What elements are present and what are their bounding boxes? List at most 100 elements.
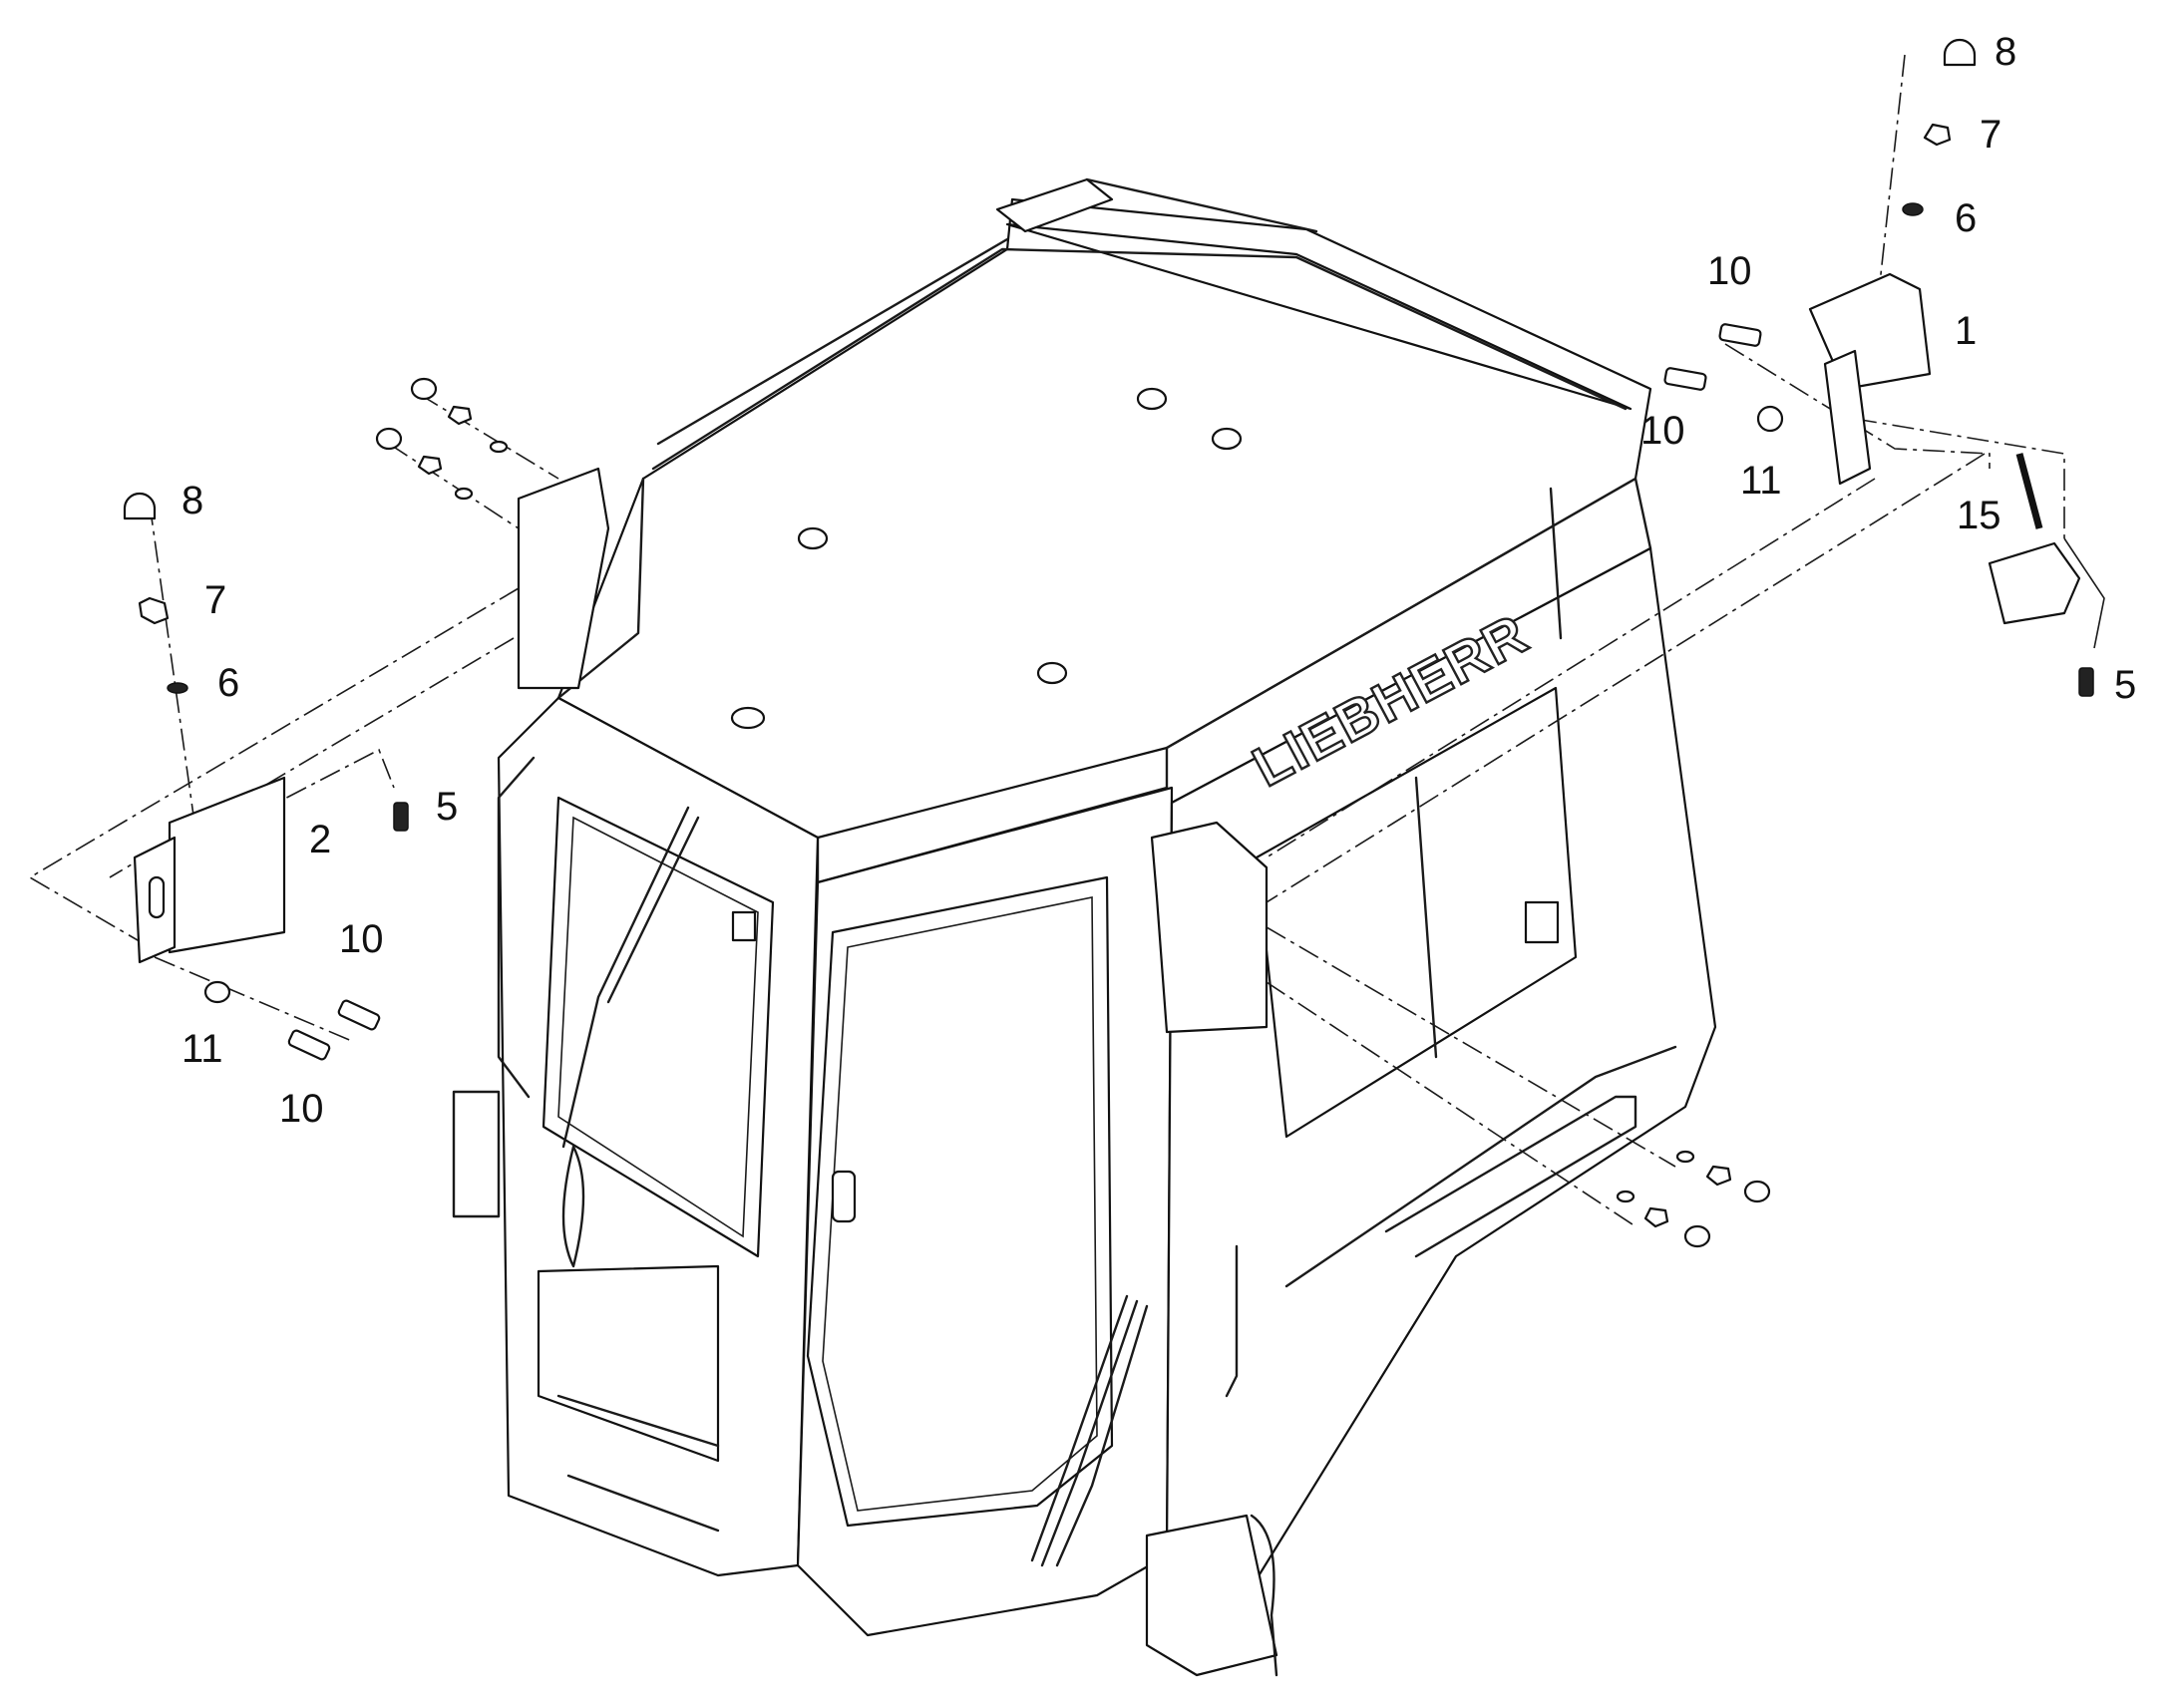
bolt-10-right-icon [1663, 367, 1707, 391]
screw-5-left-icon [393, 802, 409, 832]
right-parts [1616, 38, 2094, 1248]
clip-15-icon [1988, 541, 2081, 625]
cap-nut-icon [375, 427, 403, 451]
washer-11-left-icon [203, 980, 231, 1004]
callout-8-right: 8 [1995, 30, 2016, 74]
cab-base-bracket [1145, 1514, 1278, 1677]
hex-nut-icon [138, 596, 170, 625]
callout-7-right: 7 [1980, 113, 2001, 157]
hex-nut-icon [1705, 1165, 1732, 1187]
bolt-10-left-icon [287, 1029, 331, 1061]
roof-cap [1211, 427, 1243, 451]
left-wiper-arm [561, 806, 690, 1149]
cab-mirror-bracket-right [1150, 821, 1269, 1034]
washer-icon [1675, 1150, 1695, 1164]
bracket-slot [148, 875, 166, 919]
dash-line-right-upper [1266, 453, 1986, 903]
callout-1: 1 [1955, 309, 1977, 353]
front-wiper [1030, 1294, 1129, 1562]
front-wiper [1055, 1304, 1149, 1567]
callout-11-right: 11 [1740, 459, 1782, 503]
hex-nut-icon [1643, 1206, 1669, 1228]
dash-line-left-upper [28, 587, 520, 948]
cap-nut-icon [123, 492, 157, 520]
antenna [1549, 487, 1563, 640]
callout-7-left: 7 [204, 578, 226, 622]
bolt-10-right-icon [1718, 323, 1762, 347]
cab-roof [556, 197, 1652, 840]
dash-line-right-bolt [1724, 343, 1991, 469]
callout-8-left: 8 [182, 479, 203, 522]
bolt-10-left-icon [337, 999, 381, 1031]
dash-line-left-screw [218, 748, 395, 834]
cab-mirror-bracket-left [517, 467, 610, 690]
washer-icon [489, 440, 509, 454]
callout-10-left-bottom: 10 [279, 1087, 324, 1131]
front-wiper [1040, 1299, 1139, 1567]
callout-10-right-mid: 10 [1640, 409, 1685, 453]
left-grab-rail [497, 756, 536, 1099]
roof-left-edge [556, 477, 645, 700]
right-lower-rail [1284, 1045, 1677, 1288]
roof-rear-rail [995, 177, 1114, 233]
roof-bevel [651, 247, 1628, 471]
dash-line-right-lower [1266, 478, 1876, 858]
left-parts [123, 377, 509, 1061]
callout-5-right: 5 [2114, 663, 2136, 707]
dash-line-bracket-front [1266, 981, 1636, 1227]
hex-nut-icon [447, 405, 473, 426]
cap-nut-icon [1743, 1180, 1771, 1203]
callouts: 8 7 6 10 1 10 11 15 5 8 7 6 5 2 10 11 10 [182, 30, 2136, 1131]
left-window-inner [557, 816, 759, 1238]
left-panel-line [556, 1394, 720, 1448]
right-window [1255, 686, 1578, 1139]
hex-nut-icon [1923, 123, 1952, 147]
callout-15: 15 [1957, 494, 2001, 537]
left-window [542, 796, 775, 1258]
pin-15-icon [2015, 453, 2043, 529]
washer-icon [454, 487, 474, 501]
washer-11-right-icon [1756, 405, 1784, 433]
door-handle [831, 1170, 857, 1223]
dash-line-bracket-front [1266, 926, 1676, 1168]
callout-10-left-top: 10 [339, 917, 384, 961]
left-mirror-bulb [561, 1145, 585, 1268]
front-window [806, 875, 1114, 1528]
roof-side-rail [656, 237, 1009, 446]
cap-nut-icon [410, 377, 438, 401]
dash-line-left-nuts [418, 393, 559, 480]
base-handle [1250, 1514, 1278, 1677]
dash-line-right-clip [1854, 418, 2065, 538]
cap-nut-icon [1943, 38, 1977, 67]
left-wiper-arm [606, 816, 700, 1004]
cab-assembly [452, 177, 1717, 1677]
dash-line-left-nuts [388, 443, 520, 529]
right-window-divider [1414, 776, 1438, 1059]
callout-11-left: 11 [182, 1027, 223, 1071]
roof-inner-edge [1005, 222, 1633, 411]
callout-10-right-top: 10 [1707, 249, 1752, 293]
right-step-rail [1384, 1095, 1637, 1258]
screw-5-right-icon [2078, 667, 2094, 697]
hex-nut-icon [417, 455, 443, 476]
assembly-lines [28, 54, 2105, 1227]
cap-nut-icon [1683, 1224, 1711, 1248]
window-sticker [731, 910, 757, 942]
left-panel-line [566, 1474, 720, 1533]
roof-cap [797, 526, 829, 550]
leader-5-right [2063, 537, 2105, 649]
washer-icon [1616, 1190, 1635, 1203]
window-sticker [1524, 900, 1560, 944]
dash-line-left-vertical [149, 503, 195, 824]
left-handle [452, 1090, 501, 1218]
callout-2: 2 [309, 818, 331, 861]
bracket-2-icon [168, 776, 286, 954]
dash-line-left-bolt [154, 956, 355, 1043]
front-window-inner [822, 896, 1098, 1512]
callout-6-right: 6 [1955, 196, 1977, 240]
bracket-1-plate [1823, 349, 1872, 486]
roof-cap [730, 706, 766, 730]
lock-washer-icon [1902, 202, 1924, 216]
